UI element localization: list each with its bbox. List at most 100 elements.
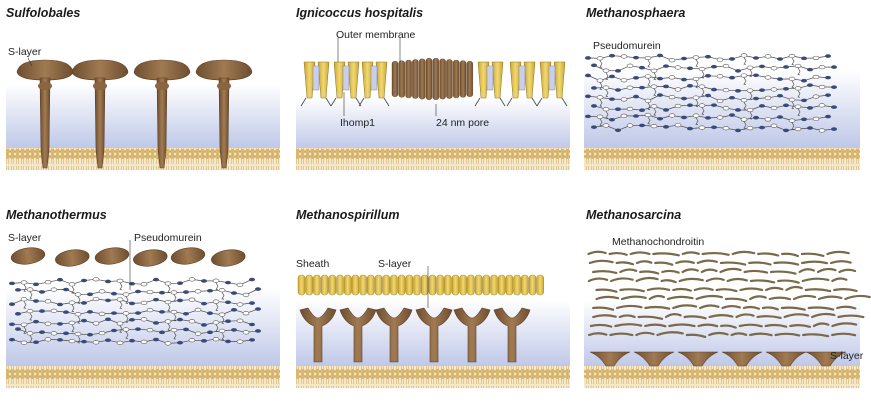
methanochondroitin-fiber <box>766 288 782 290</box>
pseudomurein-node <box>693 77 699 81</box>
methanochondroitin-fiber <box>655 263 672 265</box>
pseudomurein-node <box>597 57 603 61</box>
methanochondroitin-fiber <box>653 253 678 255</box>
periplasm-region <box>584 70 860 154</box>
pseudomurein-node <box>759 126 765 130</box>
pseudomurein-node <box>807 83 813 87</box>
peptide-crosslink <box>648 60 650 67</box>
methanochondroitin-fiber <box>721 269 741 272</box>
pseudomurein-node <box>765 55 771 59</box>
sheath-subunit <box>344 275 351 295</box>
pseudomurein-node <box>669 76 675 80</box>
pseudomurein-node <box>759 104 765 108</box>
pseudomurein-node <box>735 108 741 112</box>
pseudomurein-node <box>789 77 795 81</box>
pseudomurein-node <box>603 69 609 73</box>
pseudomurein-node <box>81 319 87 323</box>
pseudomurein-node <box>243 293 249 297</box>
sheath-subunit <box>383 275 390 295</box>
s-layer-stalk <box>40 78 50 168</box>
pseudomurein-node <box>99 312 105 316</box>
pseudomurein-node <box>747 66 753 70</box>
pseudomurein-node <box>255 329 261 333</box>
pseudomurein-node <box>51 332 57 336</box>
pseudomurein-node <box>831 127 837 131</box>
methanochondroitin-fiber <box>640 272 658 274</box>
pseudomurein-node <box>213 337 219 341</box>
pseudomurein-node <box>135 290 141 294</box>
pseudomurein-node <box>99 331 105 335</box>
methanochondroitin-fiber <box>802 254 824 256</box>
sheath-subunit <box>337 275 344 295</box>
pore-subunit <box>399 61 405 98</box>
pseudomurein-node <box>723 88 729 92</box>
pseudomurein-node <box>27 332 33 336</box>
pseudomurein-node <box>657 54 663 58</box>
pore-subunit <box>433 58 439 99</box>
pseudomurein-node <box>591 64 597 68</box>
pseudomurein-node <box>189 298 195 302</box>
pseudomurein-node <box>657 117 663 121</box>
pseudomurein-node <box>795 127 801 131</box>
panel-title-methanothermus: Methanothermus <box>6 208 107 222</box>
pseudomurein-node <box>831 85 837 89</box>
pseudomurein-node <box>609 75 615 79</box>
methanochondroitin-fiber <box>717 289 737 291</box>
sheath-subunit <box>414 275 421 295</box>
pseudomurein-node <box>9 282 15 286</box>
pseudomurein-node <box>645 75 651 79</box>
pseudomurein-node <box>75 293 81 297</box>
pseudomurein-node <box>675 66 681 70</box>
s-layer-protein <box>94 246 130 267</box>
pseudomurein-node <box>645 113 651 117</box>
methanochondroitin-fiber <box>680 279 703 281</box>
pseudomurein-node <box>597 79 603 83</box>
pseudomurein-node <box>609 54 615 58</box>
methanochondroitin-fiber <box>831 261 851 263</box>
sheath-subunit <box>329 275 336 295</box>
pseudomurein-node <box>747 89 753 93</box>
pseudomurein-node <box>201 323 207 327</box>
methanochondroitin-fiber <box>637 261 651 263</box>
sheath-subunit <box>491 275 498 295</box>
pseudomurein-node <box>177 318 183 322</box>
pseudomurein-node <box>585 56 591 60</box>
pseudomurein-node <box>165 300 171 304</box>
pseudomurein-node <box>783 104 789 108</box>
pseudomurein-node <box>657 93 663 97</box>
pseudomurein-node <box>75 312 81 316</box>
pseudomurein-node <box>39 309 45 313</box>
methanochondroitin-fiber <box>648 288 669 290</box>
label-pseudomurein-methanosphaera: Pseudomurein <box>593 40 661 52</box>
pseudomurein-node <box>789 98 795 102</box>
pseudomurein-node <box>795 87 801 91</box>
pseudomurein-node <box>681 116 687 120</box>
pseudomurein-node <box>57 322 63 326</box>
pseudomurein-node <box>801 57 807 61</box>
pseudomurein-node <box>819 129 825 133</box>
pseudomurein-node <box>717 99 723 103</box>
pseudomurein-node <box>831 105 837 109</box>
pseudomurein-node <box>681 97 687 101</box>
pseudomurein-node <box>699 126 705 130</box>
pseudomurein-node <box>183 312 189 316</box>
ihomp1-core <box>343 66 349 90</box>
pseudomurein-node <box>153 321 159 325</box>
pseudomurein-node <box>57 278 63 282</box>
methanochondroitin-fiber <box>794 296 815 299</box>
pseudomurein-node <box>81 340 87 344</box>
sheath-subunit <box>498 275 505 295</box>
pseudomurein-node <box>705 74 711 78</box>
methanochondroitin-fiber <box>707 279 724 281</box>
pseudomurein-node <box>225 319 231 323</box>
pseudomurein-node <box>783 129 789 133</box>
pseudomurein-node <box>747 108 753 112</box>
sheath-subunit <box>367 275 374 295</box>
sheath-subunit <box>521 275 528 295</box>
methanochondroitin-fiber <box>778 281 799 283</box>
s-layer-cap <box>196 60 252 80</box>
methanochondroitin-fiber <box>832 278 846 281</box>
pseudomurein-node <box>201 339 207 343</box>
ihomp1-subunit <box>376 62 387 98</box>
s-layer-neck <box>38 82 52 90</box>
